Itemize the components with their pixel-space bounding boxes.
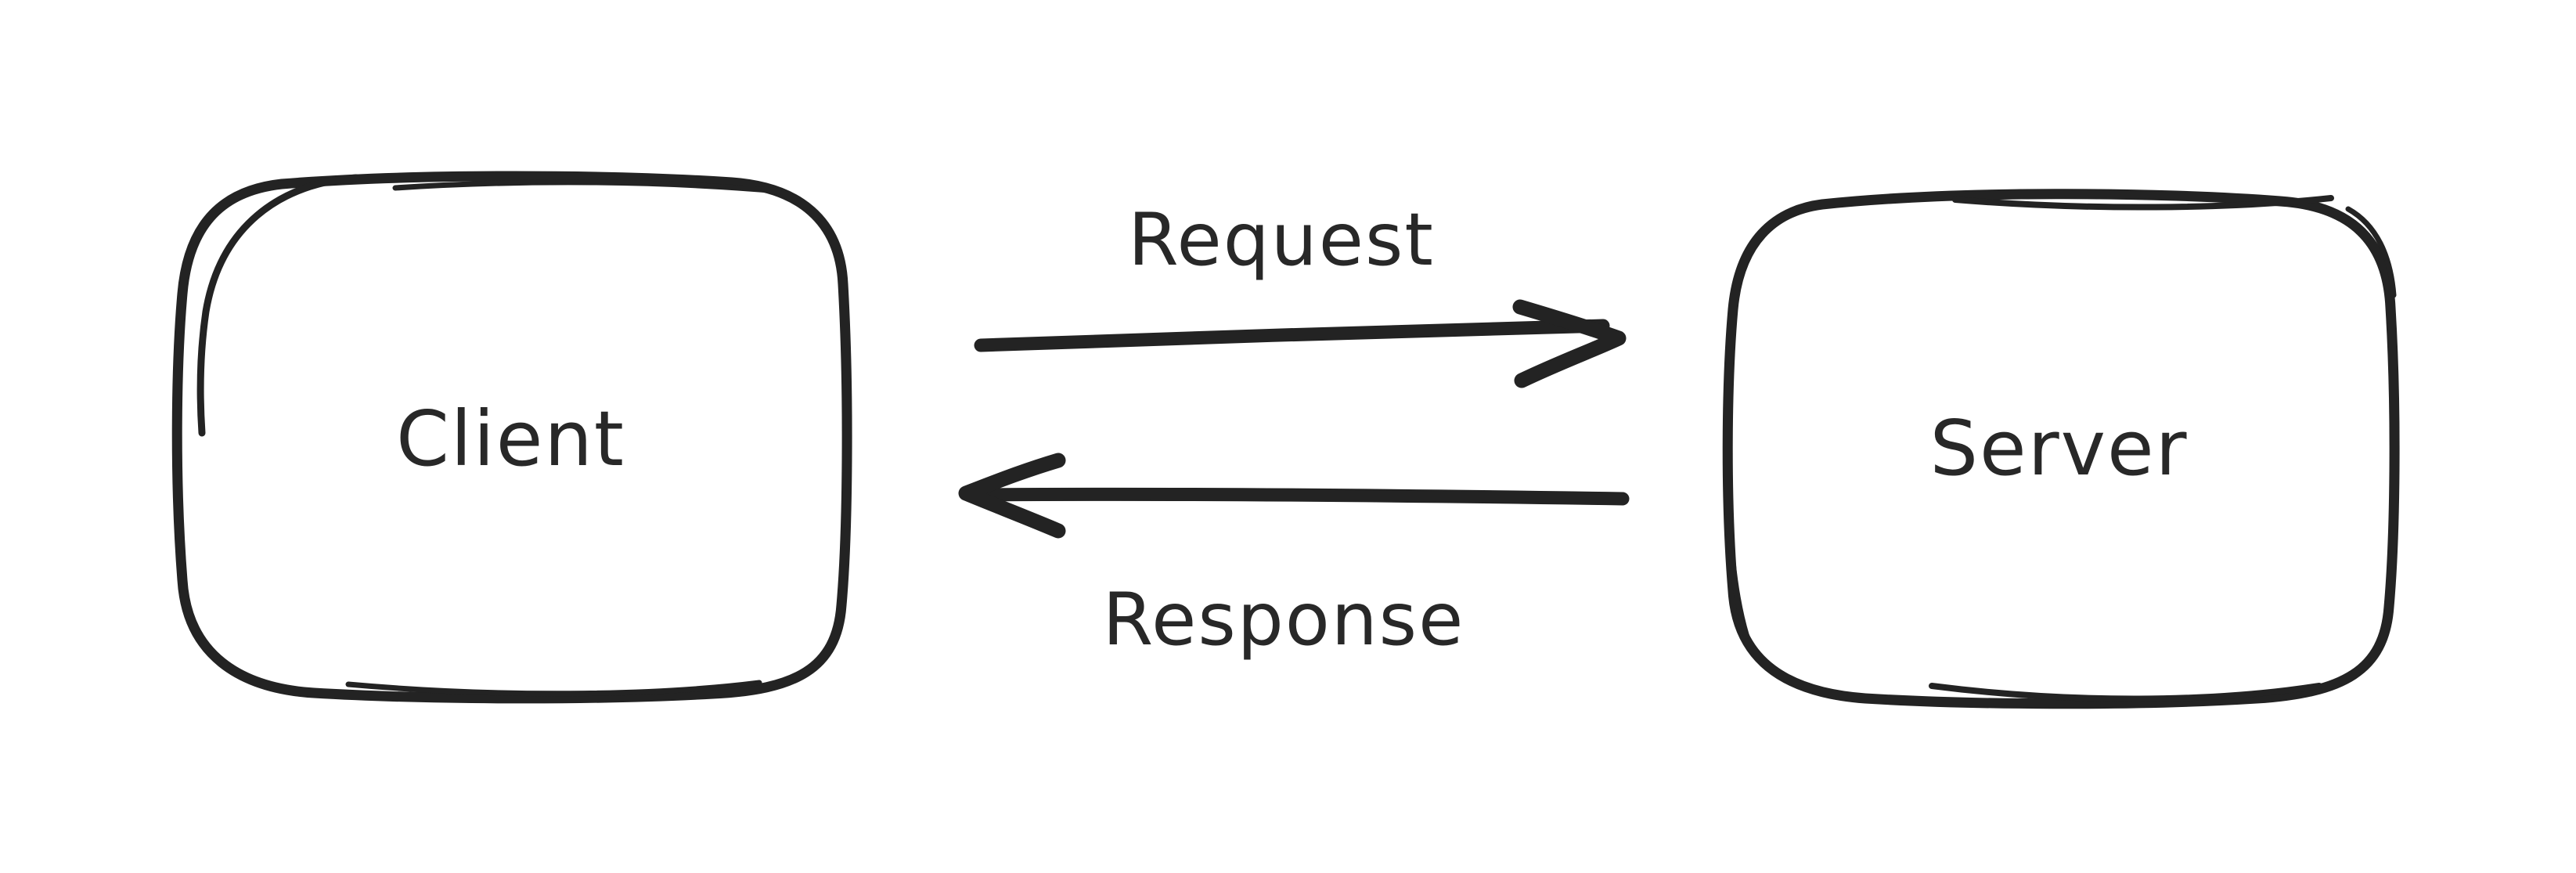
request-edge-label: Request [1128, 197, 1435, 282]
server-box-bottom-doodle [1929, 683, 2322, 702]
server-node-label: Server [1929, 404, 2189, 492]
server-box-top-doodle [1952, 195, 2334, 211]
client-box-bottom-doodle [345, 680, 762, 697]
client-node-label: Client [396, 395, 625, 483]
client-box-top-doodle [392, 179, 782, 194]
server-box-left-doodle [1724, 471, 1749, 639]
response-edge-label: Response [1102, 576, 1465, 662]
client-node-box [171, 171, 852, 704]
client-box-corner-doodle [196, 174, 360, 437]
server-node-box [1722, 189, 2400, 709]
request-arrow [974, 299, 1627, 388]
response-arrow [958, 453, 1630, 539]
server-box-corner-doodle [2345, 206, 2397, 298]
